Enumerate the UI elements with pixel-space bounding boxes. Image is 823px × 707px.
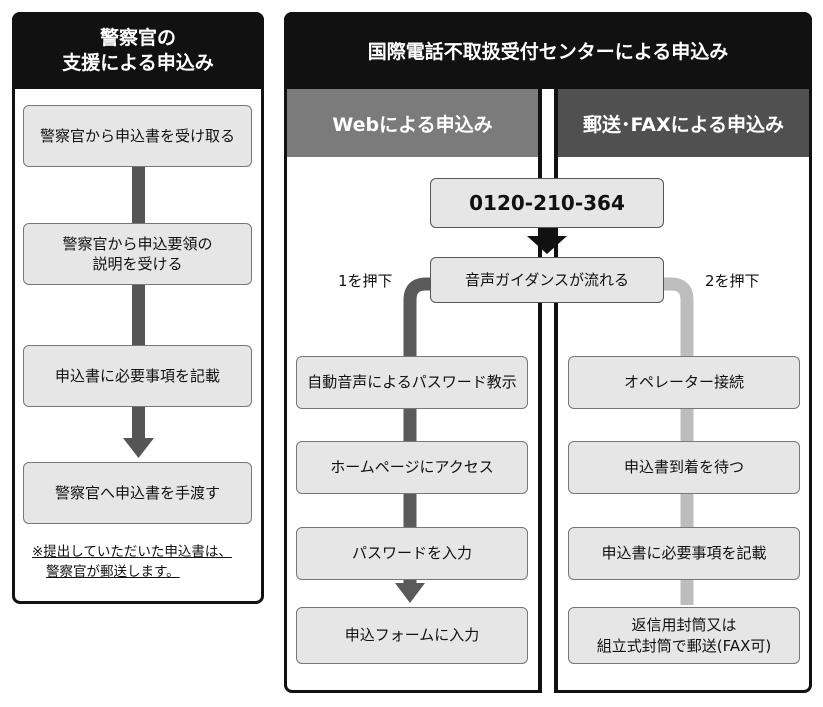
mail-branch-line xyxy=(662,277,694,605)
left-step-4: 警察官へ申込書を手渡す xyxy=(23,462,252,524)
left-step-4-text: 警察官へ申込書を手渡す xyxy=(54,483,220,502)
web-step-1: 自動音声によるパスワード教示 xyxy=(296,356,528,409)
mail-header-label: 郵送･FAXによる申込み xyxy=(582,113,785,136)
mail-step-2-text: 申込書到着を待つ xyxy=(623,458,744,477)
mail-step-4-line-1: 返信用封筒又は xyxy=(631,616,737,635)
left-step-1: 警察官から申込書を受け取る xyxy=(23,105,252,167)
right-panel-header: 国際電話不取扱受付センターによる申込み xyxy=(284,12,812,89)
web-header-label: Webによる申込み xyxy=(332,113,493,136)
left-step-3-text: 申込書に必要事項を記載 xyxy=(54,366,220,385)
mail-step-4: 返信用封筒又は 組立式封筒で郵送(FAX可) xyxy=(568,607,800,664)
guidance-box: 音声ガイダンスが流れる xyxy=(430,257,664,303)
mail-step-1: オペレーター接続 xyxy=(568,356,800,409)
web-step-2: ホームページにアクセス xyxy=(296,441,528,494)
mail-step-2: 申込書到着を待つ xyxy=(568,441,800,494)
web-step-3: パスワードを入力 xyxy=(296,527,528,580)
press-2-label: 2を押下 xyxy=(705,272,760,290)
web-header: Webによる申込み xyxy=(287,89,538,157)
phone-number: 0120-210-364 xyxy=(469,190,625,215)
right-header-title: 国際電話不取扱受付センターによる申込み xyxy=(367,41,729,63)
web-step-4-text: 申込フォームに入力 xyxy=(344,626,480,645)
left-step-2-line-1: 警察官から申込要領の xyxy=(62,234,213,253)
guidance-text: 音声ガイダンスが流れる xyxy=(464,270,630,289)
left-header-line-1: 警察官の xyxy=(99,26,176,49)
mail-step-3: 申込書に必要事項を記載 xyxy=(568,527,800,580)
left-panel-header: 警察官の 支援による申込み xyxy=(12,12,264,89)
phone-arrow-head xyxy=(527,236,567,254)
press-1-label: 1を押下 xyxy=(338,272,393,290)
web-step-2-text: ホームページにアクセス xyxy=(330,458,494,477)
web-arrow-head xyxy=(395,583,425,603)
mail-step-1-text: オペレーター接続 xyxy=(623,373,744,392)
web-step-1-text: 自動音声によるパスワード教示 xyxy=(307,373,517,392)
mail-step-4-line-2: 組立式封筒で郵送(FAX可) xyxy=(596,636,772,655)
phone-number-box: 0120-210-364 xyxy=(430,178,664,228)
web-step-3-text: パスワードを入力 xyxy=(351,544,472,563)
left-step-1-text: 警察官から申込書を受け取る xyxy=(39,126,235,145)
phone-connector xyxy=(540,226,554,238)
left-note-line-1: ※提出していただいた申込書は、 xyxy=(32,544,232,560)
mail-header: 郵送･FAXによる申込み xyxy=(558,89,809,157)
left-step-2-line-2: 説明を受ける xyxy=(92,255,183,273)
left-note-line-2: 警察官が郵送します。 xyxy=(46,563,180,580)
web-step-4: 申込フォームに入力 xyxy=(296,607,528,664)
left-step-2: 警察官から申込要領の 説明を受ける xyxy=(23,223,252,285)
left-note: ※提出していただいた申込書は、 警察官が郵送します。 xyxy=(32,543,232,582)
web-branch-line xyxy=(403,277,433,585)
mail-step-3-text: 申込書に必要事項を記載 xyxy=(601,544,767,563)
left-arrow-head xyxy=(123,438,154,458)
left-step-3: 申込書に必要事項を記載 xyxy=(23,345,252,407)
left-header-line-2: 支援による申込み xyxy=(62,51,214,74)
